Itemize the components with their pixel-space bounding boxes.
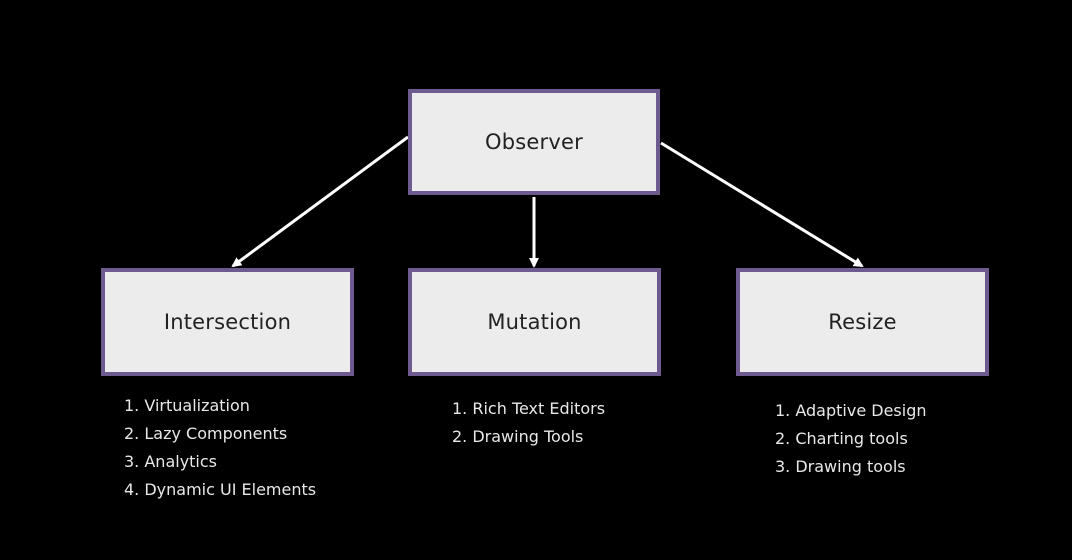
list-item: 2. Charting tools xyxy=(775,429,908,448)
observer-box: Observer xyxy=(408,89,660,195)
arrow-to-resize xyxy=(660,141,864,268)
resize-use-cases: 1. Adaptive Design 2. Charting tools 3. … xyxy=(775,397,927,481)
observer-label: Observer xyxy=(485,130,583,154)
intersection-use-cases: 1. Virtualization 2. Lazy Components 3. … xyxy=(124,392,316,504)
list-item: 4. Dynamic UI Elements xyxy=(124,480,317,499)
list-item: 3. Analytics xyxy=(124,452,218,471)
mutation-use-cases: 1. Rich Text Editors 2. Drawing Tools xyxy=(452,395,605,451)
resize-box: Resize xyxy=(736,268,989,376)
arrow-to-intersection xyxy=(231,135,409,268)
resize-label: Resize xyxy=(828,310,897,334)
intersection-box: Intersection xyxy=(101,268,354,376)
intersection-label: Intersection xyxy=(163,310,292,334)
list-item: 1. Rich Text Editors xyxy=(452,399,606,418)
list-item: 1. Virtualization xyxy=(124,396,250,415)
list-item: 3. Drawing tools xyxy=(775,457,906,476)
list-item: 1. Adaptive Design xyxy=(775,401,927,420)
list-item: 2. Drawing Tools xyxy=(452,427,584,446)
mutation-box: Mutation xyxy=(408,268,661,376)
mutation-label: Mutation xyxy=(487,310,582,334)
list-item: 2. Lazy Components xyxy=(124,424,288,443)
